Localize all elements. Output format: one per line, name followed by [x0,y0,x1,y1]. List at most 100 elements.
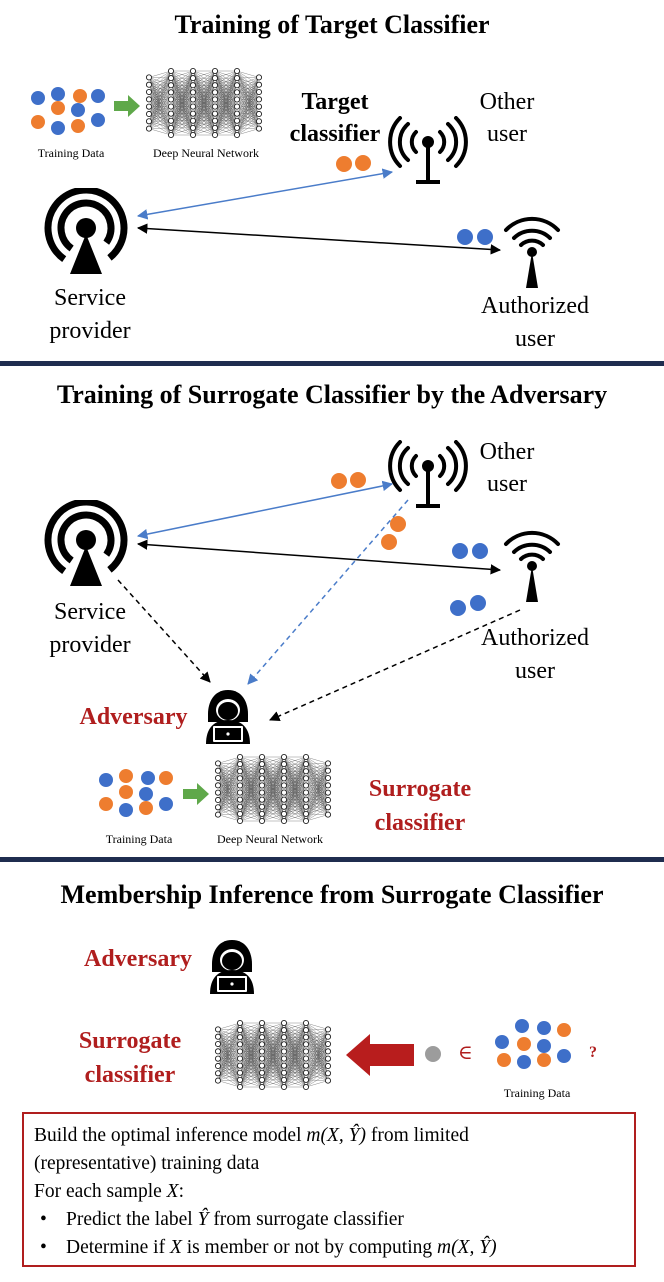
dnn-caption: Deep Neural Network [153,146,259,160]
network-node [324,796,332,804]
network-node [211,89,219,96]
network-node [302,768,310,775]
network-node [258,789,266,796]
network-node [302,775,310,782]
network-node [302,810,310,817]
network-node [258,1076,266,1083]
adversary-label: Adversary [84,946,192,972]
network-node [302,1062,310,1069]
eavesdrop-authorized-user [269,609,521,721]
network-node [280,775,288,782]
network-node [258,1027,266,1034]
authorized-user-label: Authorized user [481,625,589,684]
network-node [280,796,288,803]
network-node [214,804,222,811]
network-node [233,75,241,82]
network-node [302,753,310,761]
network-node [258,810,266,817]
network-node [145,103,153,110]
network-node [236,768,244,775]
network-node [258,817,266,825]
network-node [280,782,288,789]
network-node [189,89,197,96]
network-node [302,1076,310,1083]
network-node [280,789,288,796]
network-node [236,789,244,796]
network-node [302,782,310,789]
network-node [302,817,310,825]
box-line-1-suffix: from limited [365,1125,469,1146]
network-node [214,1062,222,1070]
wifi-antenna-icon [504,530,560,602]
green-arrow-icon [183,783,209,805]
network-node [233,82,241,89]
network-node [280,1027,288,1034]
box-bullet-2: Determine if X is member or not by compu… [34,1234,624,1262]
network-node [145,74,153,81]
network-node [236,1019,244,1027]
network-node [189,96,197,103]
service-provider-label: Service provider [49,285,131,344]
network-node [324,1033,332,1040]
training-data-caption: Training Data [37,146,105,160]
section-divider [0,361,664,366]
network-node [258,761,266,768]
network-node [189,67,197,75]
network-node [324,774,332,782]
network-node [233,117,241,124]
training-data-caption: Training Data [105,832,173,846]
network-node [167,117,175,124]
network-node [211,110,219,117]
network-node [255,110,263,118]
blue-samples [450,595,486,616]
network-node [167,89,175,96]
network-node [302,1041,310,1048]
network-node [236,817,244,825]
network-node [236,753,244,761]
network-node [233,96,241,103]
network-node [167,82,175,89]
network-node [280,817,288,825]
neural-network-icon [214,753,332,825]
link-provider-authorized-user [136,539,502,575]
network-node [214,760,222,767]
network-node [302,1027,310,1034]
section2-links [117,480,521,721]
network-node [324,804,332,811]
section-divider [0,857,664,862]
network-node [236,796,244,803]
network-node [258,775,266,782]
network-node [302,761,310,768]
network-node [167,67,175,75]
network-node [211,96,219,103]
network-node [189,75,197,82]
network-node [258,1041,266,1048]
network-node [211,75,219,82]
network-node [280,768,288,775]
service-provider-label: Service provider [49,599,131,658]
network-node [302,796,310,803]
network-node [233,89,241,96]
inference-procedure-box: Build the optimal inference model m(X, Ŷ… [22,1112,636,1267]
box-bullet-1: Predict the label Ŷ from surrogate class… [34,1206,624,1234]
green-arrow-icon [114,95,140,117]
network-node [214,1055,222,1062]
network-node [255,88,263,96]
box-line-2: (representative) training data [34,1153,260,1174]
network-node [214,1040,222,1048]
network-node [324,1062,332,1070]
network-node [145,110,153,118]
network-node [324,1048,332,1055]
network-node [211,67,219,75]
network-node [214,774,222,782]
network-node [145,125,153,132]
radio-antenna-icon [388,116,468,184]
network-node [236,1083,244,1091]
network-node [258,1069,266,1076]
network-node [258,1034,266,1041]
radio-antenna-icon [388,440,468,508]
network-node [214,789,222,796]
network-node [280,810,288,817]
network-node [280,1055,288,1062]
network-node [324,1040,332,1048]
